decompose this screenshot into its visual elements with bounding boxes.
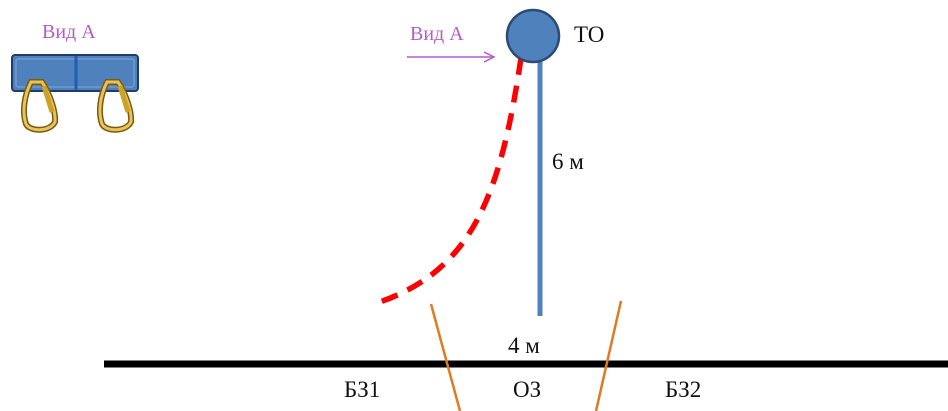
- carabiner-icon: [96, 79, 135, 133]
- carabiner-icon: [20, 79, 59, 133]
- zone-label-center: ОЗ: [513, 377, 542, 402]
- zone-boundary-left: [429, 303, 462, 411]
- anchor-label: ТО: [574, 22, 605, 47]
- gap-label: 4 м: [508, 333, 540, 358]
- view-label-left: Вид А: [42, 21, 96, 43]
- zone-label-right: БЗ2: [665, 377, 702, 402]
- swing-path: [379, 57, 524, 305]
- view-label-arrow: Вид А: [410, 23, 464, 45]
- zone-boundary-right: [594, 300, 623, 411]
- rope-length-label: 6 м: [552, 149, 584, 174]
- anchor-point: [505, 8, 561, 64]
- zone-label-left: БЗ1: [344, 377, 381, 402]
